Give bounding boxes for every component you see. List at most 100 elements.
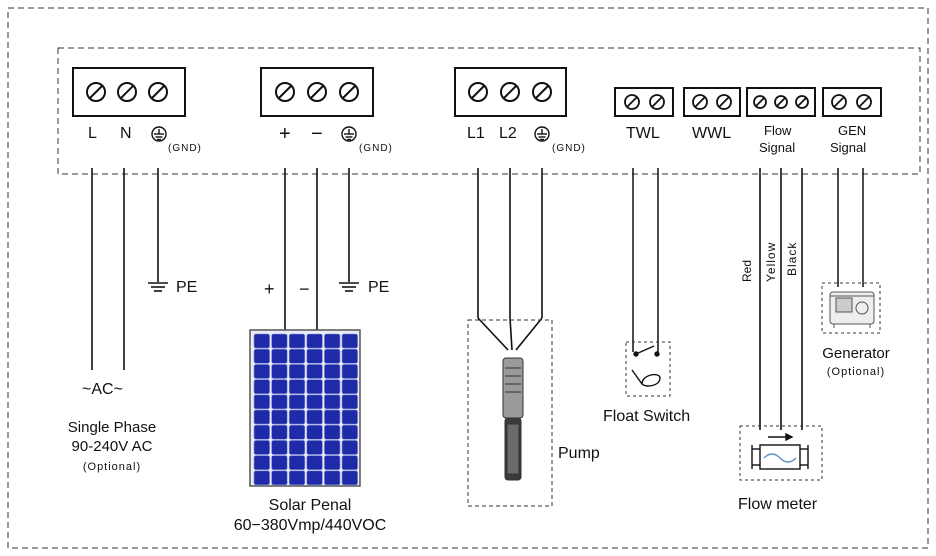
- solar-cell: [253, 470, 270, 486]
- solar-cell: [253, 409, 270, 425]
- solar-cell: [271, 379, 288, 395]
- pump-box: [467, 319, 553, 507]
- solar-cell: [271, 440, 288, 455]
- solar-cell: [324, 470, 341, 486]
- pump-caption: Pump: [558, 445, 600, 462]
- solar-cell: [253, 348, 270, 364]
- solar-cell: [324, 455, 341, 471]
- ground-icon: [151, 126, 167, 142]
- controller-box: [57, 47, 921, 175]
- solar-cell: [341, 394, 358, 410]
- solar-cell: [341, 409, 358, 425]
- terminal-label-l2: L2: [499, 125, 517, 142]
- solar-cell: [288, 409, 306, 425]
- solar-cell: [306, 364, 323, 379]
- terminal-label-plus: +: [279, 123, 291, 145]
- generator-caption: Generator (Optional): [800, 346, 912, 378]
- solar-cell: [341, 379, 358, 395]
- solar-cell: [324, 394, 341, 410]
- pe-label: PE: [176, 279, 198, 296]
- screw-icon: [831, 94, 847, 110]
- terminal-block-pump: [454, 67, 567, 117]
- screw-icon: [117, 82, 137, 102]
- wire-label-yellow: Yellow: [764, 241, 778, 282]
- ground-icon: [341, 126, 357, 142]
- wires-ac: [91, 168, 159, 370]
- single-phase-caption: Single Phase 90-240V AC (Optional): [46, 420, 178, 473]
- solar-cell: [288, 348, 306, 364]
- caption-line: Solar Penal: [268, 497, 352, 514]
- terminal-label-gnd: (GND): [168, 143, 202, 154]
- screw-icon: [716, 94, 732, 110]
- screw-icon: [649, 94, 665, 110]
- solar-cell: [271, 470, 288, 486]
- terminal-label-l1: L1: [467, 125, 485, 142]
- wires-solar: [284, 168, 350, 332]
- solar-cell: [324, 379, 341, 395]
- screw-icon: [795, 95, 809, 109]
- screw-icon: [468, 82, 488, 102]
- screw-icon: [624, 94, 640, 110]
- solar-cell: [341, 455, 358, 471]
- solar-cell: [324, 409, 341, 425]
- solar-cell: [253, 440, 270, 455]
- solar-cell: [253, 379, 270, 395]
- solar-cell: [341, 364, 358, 379]
- solar-cell: [271, 455, 288, 471]
- caption-line: Generator: [822, 345, 890, 362]
- solar-cell: [341, 333, 358, 349]
- screw-icon: [500, 82, 520, 102]
- generator-icon: [829, 291, 875, 328]
- terminal-label-gen-signal: Signal: [830, 140, 867, 155]
- solar-cell: [288, 424, 306, 440]
- screw-icon: [86, 82, 106, 102]
- terminal-block-twl: [614, 87, 674, 117]
- solar-cell: [271, 409, 288, 425]
- solar-cell: [306, 379, 323, 395]
- caption-line: 60−380Vmp/440VOC: [233, 517, 387, 534]
- submersible-pump-icon: [502, 357, 524, 481]
- solar-cell: [341, 470, 358, 486]
- pe-label: PE: [368, 279, 390, 296]
- terminal-label-n: N: [120, 125, 132, 142]
- earth-ground-icon: [339, 282, 359, 292]
- terminal-label-gnd: (GND): [359, 143, 393, 154]
- wires-pump: [477, 168, 543, 351]
- flow-meter-icon: [751, 432, 809, 470]
- terminal-label-l: L: [88, 125, 97, 142]
- screw-icon: [856, 94, 872, 110]
- solar-cell: [306, 348, 323, 364]
- screw-icon: [307, 82, 327, 102]
- solar-cell: [324, 440, 341, 455]
- solar-cell: [288, 455, 306, 471]
- solar-cell: [324, 424, 341, 440]
- wires-gen-signal: [837, 168, 864, 287]
- solar-cell: [288, 470, 306, 486]
- solar-cell: [271, 424, 288, 440]
- terminal-label-gnd: (GND): [552, 143, 586, 154]
- screw-icon: [774, 95, 788, 109]
- terminal-label-flow: Flow: [764, 123, 792, 138]
- solar-cell: [288, 364, 306, 379]
- solar-cell: [271, 394, 288, 410]
- ground-icon: [534, 126, 550, 142]
- solar-cell: [324, 348, 341, 364]
- screw-icon: [275, 82, 295, 102]
- solar-cell: [306, 333, 323, 349]
- solar-cell: [253, 455, 270, 471]
- terminal-block-wwl: [683, 87, 741, 117]
- solar-cell: [253, 333, 270, 349]
- screw-icon: [339, 82, 359, 102]
- screw-icon: [753, 95, 767, 109]
- solar-cell: [306, 394, 323, 410]
- terminal-block-ac: [72, 67, 186, 117]
- wire-label-red: Red: [740, 259, 754, 282]
- wire-label-black: Black: [785, 241, 799, 276]
- solar-cell: [288, 379, 306, 395]
- ac-symbol-label: ~AC~: [82, 381, 123, 398]
- solar-cell: [306, 409, 323, 425]
- solar-cell: [341, 424, 358, 440]
- terminal-label-wwl: WWL: [692, 125, 732, 142]
